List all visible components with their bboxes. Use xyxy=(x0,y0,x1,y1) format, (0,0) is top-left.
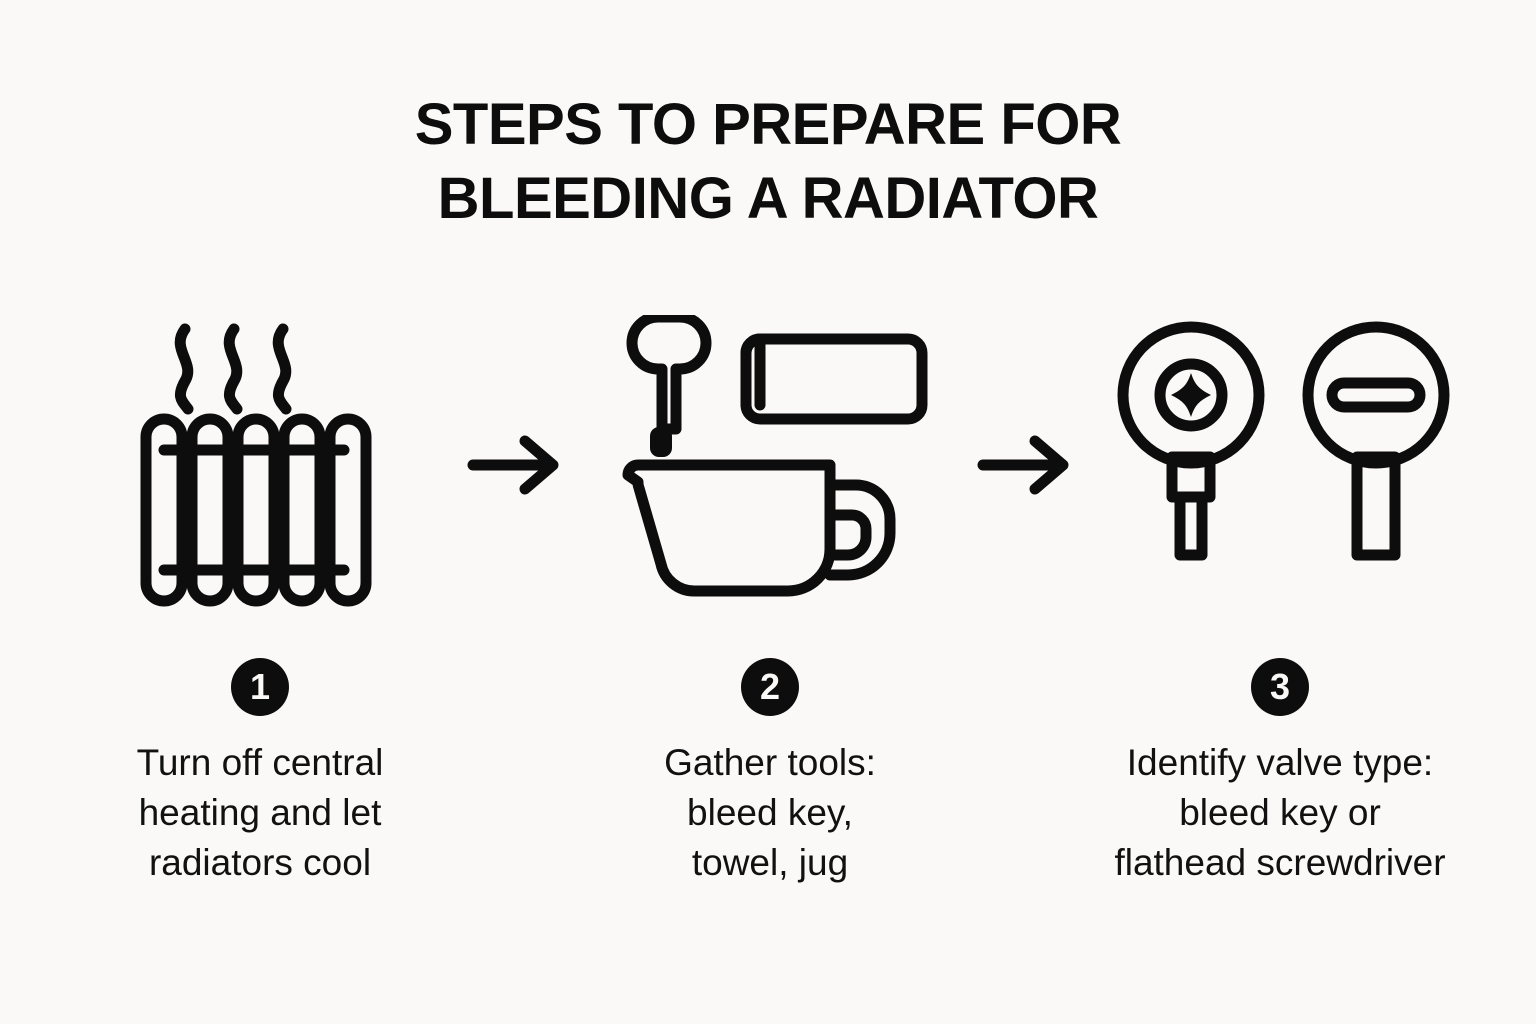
steam-lines xyxy=(174,323,292,415)
steps-row: 1 Turn off central heating and let radia… xyxy=(60,300,1476,940)
step-1-caption-line-2: heating and let xyxy=(138,792,382,833)
page-title-line-2: BLEEDING A RADIATOR xyxy=(437,166,1099,231)
towel-icon xyxy=(740,333,928,425)
radiator-fins xyxy=(140,413,372,607)
flathead-valve-stem xyxy=(1351,451,1401,561)
step-3-caption-line-2: bleed key or xyxy=(1179,792,1381,833)
step-3: 3 Identify valve type: bleed key or flat… xyxy=(1080,300,1480,888)
right-arrow-icon xyxy=(467,435,559,495)
step-1-badge: 1 xyxy=(231,658,289,716)
right-arrow-icon xyxy=(977,435,1069,495)
step-2-caption-line-3: towel, jug xyxy=(691,842,849,883)
bleed-key-icon xyxy=(626,315,712,457)
step-1-caption-line-3: radiators cool xyxy=(148,842,372,883)
flathead-valve-icon xyxy=(1302,321,1450,561)
valve-socket-ring xyxy=(1154,358,1228,432)
flathead-slot xyxy=(1326,377,1426,413)
step-2-caption-line-2: bleed key, xyxy=(687,792,853,833)
page-title: STEPS TO PREPARE FOR BLEEDING A RADIATOR xyxy=(0,88,1536,236)
jug-icon xyxy=(622,459,896,597)
radiator-with-steam-icon xyxy=(140,323,372,607)
step-1-caption-line-1: Turn off central xyxy=(136,742,384,783)
bleed-key-valve-icon xyxy=(1117,321,1265,561)
step-2: 2 Gather tools: bleed key, towel, jug xyxy=(570,300,970,888)
valve-stem-upper xyxy=(1166,451,1216,503)
valve-stem-lower xyxy=(1174,491,1208,561)
step-2-illustration xyxy=(570,300,970,630)
step-3-caption: Identify valve type: bleed key or flathe… xyxy=(1060,738,1500,888)
valve-head-outer xyxy=(1117,321,1265,469)
arrow-step2-to-step3 xyxy=(970,300,1080,630)
step-2-badge: 2 xyxy=(741,658,799,716)
tools-bleed-key-towel-jug-icon xyxy=(622,315,928,597)
page-title-line-1: STEPS TO PREPARE FOR xyxy=(414,92,1122,157)
flathead-valve-head xyxy=(1302,321,1450,469)
valve-types-icon xyxy=(1117,321,1450,561)
step-1: 1 Turn off central heating and let radia… xyxy=(60,300,460,888)
step-1-illustration xyxy=(60,300,460,630)
step-3-badge: 3 xyxy=(1251,658,1309,716)
step-1-caption: Turn off central heating and let radiato… xyxy=(40,738,480,888)
step-2-caption-line-1: Gather tools: xyxy=(664,742,876,783)
step-2-caption: Gather tools: bleed key, towel, jug xyxy=(550,738,990,888)
bleed-key-tip xyxy=(650,427,672,457)
step-3-illustration xyxy=(1080,300,1480,630)
step-3-caption-line-3: flathead screwdriver xyxy=(1114,842,1446,883)
valve-square-socket-star xyxy=(1171,373,1211,417)
step-3-caption-line-1: Identify valve type: xyxy=(1126,742,1434,783)
arrow-step1-to-step2 xyxy=(460,300,570,630)
